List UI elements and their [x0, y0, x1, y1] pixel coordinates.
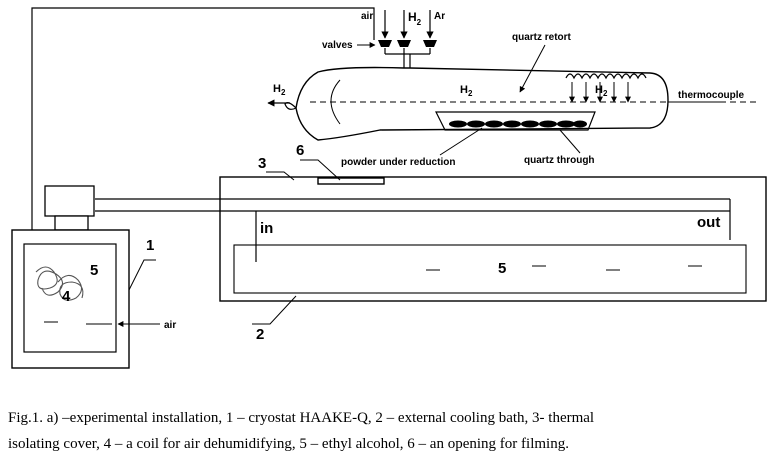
valve-icons: [378, 40, 437, 47]
gas-inlet-lines: [381, 10, 434, 68]
label-2: 2: [256, 326, 264, 343]
cryostat-neck: [54, 215, 89, 231]
label-out: out: [697, 214, 720, 231]
label-6: 6: [296, 142, 304, 159]
label-5-bath: 5: [498, 260, 506, 277]
label-1: 1: [146, 237, 154, 254]
bath-liquid-marks: [426, 265, 702, 271]
retort-inner-neck: [330, 79, 341, 125]
powder-pointer: [439, 127, 483, 156]
label-valves: valves: [322, 40, 353, 51]
hose-loop: [31, 7, 375, 230]
cooling-bath-outer: [219, 176, 767, 302]
cooling-bath-liquid: [233, 244, 747, 294]
figure-caption: Fig.1. a) –experimental installation, 1 …: [8, 405, 770, 457]
label-h2-mid: H2: [460, 84, 473, 98]
label-h2-right: H2: [595, 84, 608, 98]
label-air-top: air: [361, 11, 373, 22]
caption-line-2: isolating cover, 4 – a coil for air dehu…: [8, 436, 569, 452]
label-3: 3: [258, 155, 266, 172]
label-powder: powder under reduction: [341, 157, 455, 168]
label-air-coil: air: [164, 320, 176, 331]
label-3-leader: [266, 171, 295, 181]
caption-line-1: Fig.1. a) –experimental installation, 1 …: [8, 410, 595, 426]
filming-opening: [317, 177, 385, 185]
quartz-through-boat: [435, 111, 596, 131]
retort-heater-coil: [565, 73, 647, 80]
label-h2-top: H2: [408, 10, 422, 27]
label-6-leader: [300, 159, 341, 181]
valve-ar-icon: [423, 40, 437, 47]
valve-h2-icon: [397, 40, 411, 47]
label-2-leader: [252, 295, 297, 325]
valve-air-icon: [378, 40, 392, 47]
label-4: 4: [62, 288, 71, 305]
label-quartz-through: quartz through: [524, 155, 595, 166]
h2-flow-arrows: [569, 82, 631, 103]
label-ar: Ar: [434, 11, 445, 22]
quartz-retort-pointer: [519, 44, 546, 93]
cryostat-inner-bath: [23, 243, 117, 353]
dehumidifier-coil-icon: [35, 266, 84, 301]
cryostat-pump-head: [44, 185, 95, 217]
label-h2-left: H2: [273, 83, 286, 97]
label-quartz-retort: quartz retort: [512, 32, 572, 43]
powder-sample: [449, 120, 587, 128]
quartz-retort: [295, 66, 669, 141]
coolant-pipes: [95, 198, 731, 262]
label-1-leader: [128, 259, 156, 291]
label-5-cryostat: 5: [90, 262, 98, 279]
retort-outlet-nozzle: [284, 102, 297, 110]
quartz-through-pointer: [559, 129, 581, 154]
label-in: in: [260, 220, 273, 237]
label-thermocouple: thermocouple: [678, 90, 745, 101]
